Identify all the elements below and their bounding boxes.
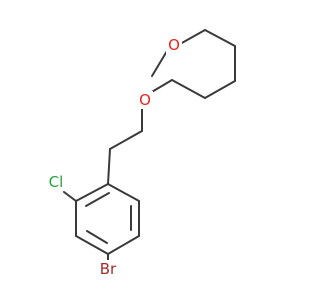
bond-ch2a-ch2b (109, 130, 143, 150)
atom-o-ether: O (139, 91, 151, 109)
bond-ar-cl (63, 191, 77, 202)
atom-bromine: Br (100, 260, 117, 278)
bond-ar-c1-c2 (75, 183, 109, 202)
bond-o1-c6 (179, 29, 206, 45)
bond-ar-inner-1 (85, 192, 110, 207)
bond-c6-c5 (204, 29, 236, 47)
bond-ar-c3-c4 (75, 235, 109, 255)
molecule-diagram: O O Cl Br (48, 29, 236, 278)
bond-ar-c4-c5 (107, 235, 140, 255)
structure-drawing: O O Cl Br (48, 29, 236, 278)
bond-ch2b-ring (107, 148, 111, 185)
atom-o-ring: O (168, 36, 180, 54)
bond-ar-inner-2 (86, 230, 108, 244)
bond-c4-c3 (204, 80, 236, 99)
bond-c2-o2 (149, 79, 173, 94)
atom-chlorine: Cl (49, 173, 64, 191)
bond-c3-c2 (171, 79, 206, 99)
bond-ar-c6-c1 (107, 183, 140, 202)
